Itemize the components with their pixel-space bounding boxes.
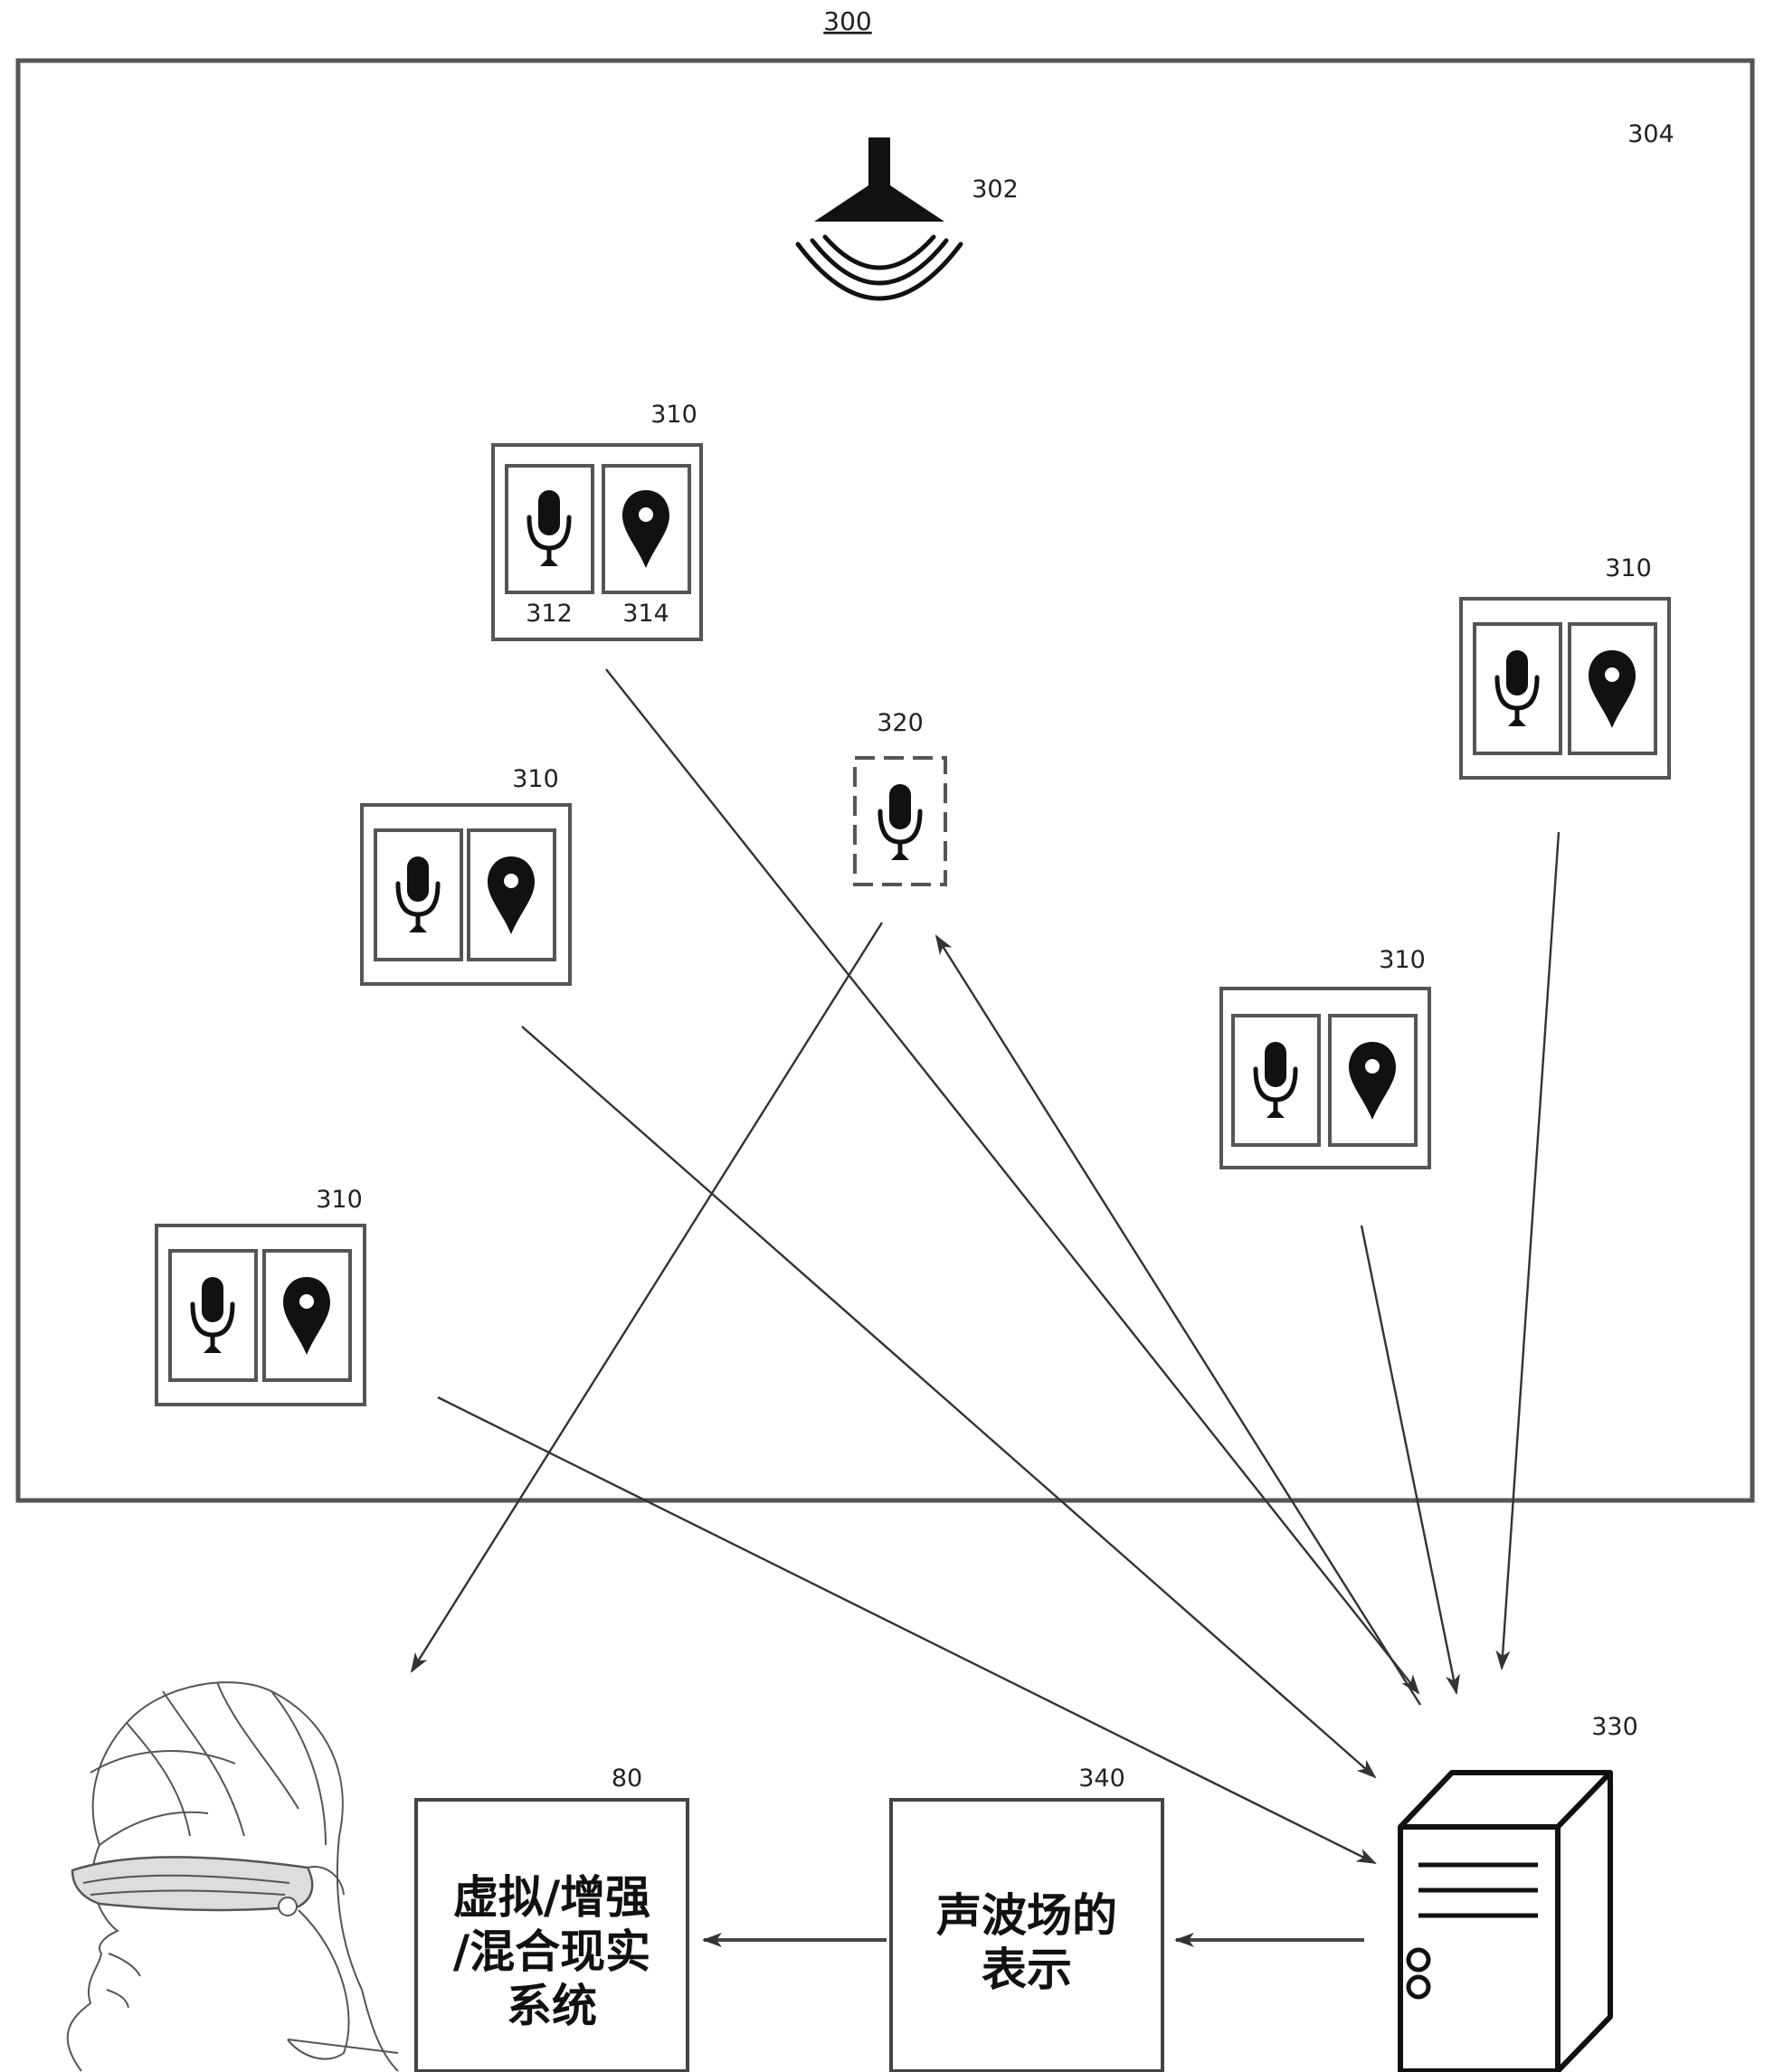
arrow-module-a-to-processor xyxy=(605,668,1420,1695)
location-sensor-label: 314 xyxy=(622,600,669,628)
representation-label: 340 xyxy=(1078,1765,1125,1793)
user-head-sketch xyxy=(66,1681,399,2072)
arrow-module-c-to-processor xyxy=(437,1396,1377,1865)
sensor-module-b xyxy=(360,803,572,986)
vr-system-box xyxy=(414,1798,689,2072)
sensor-module-d-label: 310 xyxy=(1379,946,1426,974)
sensor-module-d xyxy=(1219,987,1431,1169)
vr-system-text-line-2: /混合现实 xyxy=(453,1925,650,1978)
server-tower-icon xyxy=(1398,1770,1613,2072)
sensor-module-e-label: 310 xyxy=(1605,554,1652,582)
sensor-module-a: 312 314 xyxy=(491,443,703,641)
arrow-extra-mic-to-user xyxy=(410,922,884,1673)
vr-system-label: 80 xyxy=(612,1765,642,1793)
microphone-label: 312 xyxy=(526,600,573,628)
processor-label: 330 xyxy=(1591,1713,1638,1741)
speaker-icon xyxy=(795,137,963,301)
sensor-module-a-label: 310 xyxy=(650,401,697,429)
sensor-module-c xyxy=(155,1224,366,1406)
representation-text-line-1: 声波场的 xyxy=(936,1889,1117,1942)
environment-label: 304 xyxy=(1627,120,1674,148)
vr-system-text-line-1: 虚拟/增强 xyxy=(453,1871,650,1924)
sensor-module-b-label: 310 xyxy=(512,765,559,793)
arrow-module-d-to-processor xyxy=(1360,1225,1460,1695)
headset-glasses-icon xyxy=(71,1856,314,1912)
environment-frame xyxy=(15,58,1755,1503)
extra-microphone xyxy=(853,756,947,886)
arrow-processor-to-extra-mic xyxy=(934,934,1422,1706)
sensor-module-e xyxy=(1459,597,1671,780)
figure-number-label: 300 xyxy=(823,6,871,36)
arrow-module-e-to-processor xyxy=(1495,831,1561,1670)
arrow-module-b-to-processor xyxy=(521,1026,1377,1779)
vr-system-text-line-3: 系统 xyxy=(507,1980,597,2032)
representation-box xyxy=(889,1798,1164,2072)
sensor-module-c-label: 310 xyxy=(316,1186,363,1214)
representation-text-line-2: 表示 xyxy=(982,1944,1072,1996)
extra-microphone-label: 320 xyxy=(877,709,924,737)
sound-source-label: 302 xyxy=(972,175,1019,203)
